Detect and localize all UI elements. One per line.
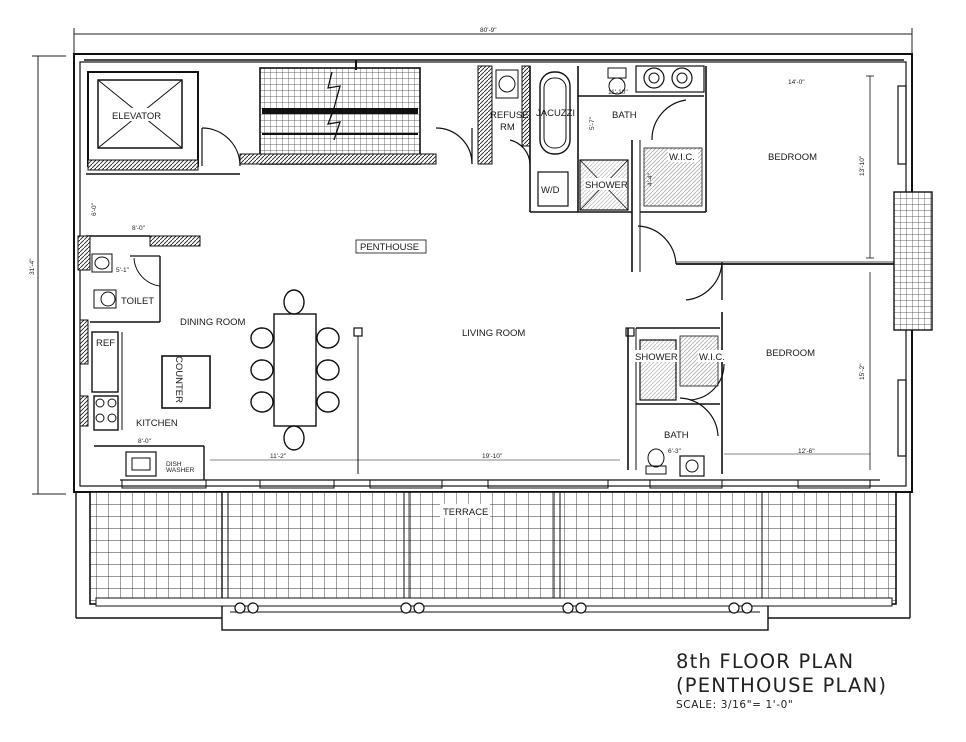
bedroom2-depth-dim: 15'-2" — [859, 363, 866, 380]
plan-title: 8th FLOOR PLAN — [676, 650, 855, 673]
dining-table — [250, 289, 340, 451]
shower-top-label: SHOWER — [585, 180, 628, 191]
bath2-width-dim: 6'-3" — [668, 448, 682, 455]
bath-top-label: BATH — [612, 110, 637, 121]
bedroom1-width-dim: 14'-0" — [788, 79, 805, 86]
jacuzzi-label: JACUZZI — [536, 108, 575, 119]
dining-width-dim: 11'-2" — [270, 453, 287, 460]
bedroom2-width-dim: 12'-6" — [798, 448, 815, 455]
shower-bottom-label: SHOWER — [635, 352, 678, 363]
kitchen-label: KITCHEN — [136, 418, 178, 429]
right-windows — [893, 85, 933, 457]
overall-width-dim: 80'-9" — [480, 27, 497, 34]
wic-bottom-label: W.I.C. — [699, 352, 725, 363]
washer-dryer-label: W/D — [541, 185, 560, 196]
elevator-label: ELEVATOR — [112, 111, 161, 122]
terrace — [75, 491, 911, 631]
wic-top-label: W.I.C. — [669, 152, 695, 163]
glass-wall — [120, 479, 880, 489]
toilet-width-dim: 5'-1" — [116, 267, 130, 274]
stairwell — [239, 60, 437, 165]
terrace-drains — [234, 602, 753, 614]
core-walls — [477, 65, 707, 272]
overall-depth-dim: 31'-4" — [29, 258, 36, 275]
plan-scale: SCALE: 3/16"= 1'-0" — [676, 699, 794, 711]
title-block: 8th FLOOR PLAN (PENTHOUSE PLAN) SCALE: 3… — [676, 652, 887, 711]
bedroom1-depth-dim: 13'-10" — [859, 155, 866, 176]
toilet-label: TOILET — [121, 296, 154, 307]
hall-width-dim: 8'-0" — [132, 225, 146, 232]
door-swings — [201, 99, 725, 437]
living-width-dim: 19'-10" — [482, 453, 503, 460]
plan-subtitle: (PENTHOUSE PLAN) — [676, 673, 888, 697]
dining-room-label: DINING ROOM — [180, 317, 246, 328]
refrigerator-label: REF — [96, 338, 115, 349]
bedroom-walls — [627, 75, 906, 477]
terrace-label: TERRACE — [443, 507, 488, 518]
bedroom-top-label: BEDROOM — [768, 152, 817, 163]
bath-top-dim: 11'-10" — [608, 89, 628, 96]
column — [353, 327, 635, 474]
living-room-label: LIVING ROOM — [462, 328, 525, 339]
dimension-lines — [32, 28, 913, 495]
kitchen-walls — [77, 173, 240, 480]
elevator-dim: 6'-0" — [91, 202, 98, 216]
wic-top-dim: 4'-4" — [647, 172, 654, 186]
bath-bottom-label: BATH — [664, 430, 689, 441]
kitchen-width-dim: 8'-0" — [138, 438, 152, 445]
jacuzzi-dim: 5'-7" — [589, 116, 596, 130]
bedroom-bottom-label: BEDROOM — [766, 348, 815, 359]
counter-label: COUNTER — [173, 356, 184, 403]
penthouse-label: PENTHOUSE — [360, 242, 419, 253]
